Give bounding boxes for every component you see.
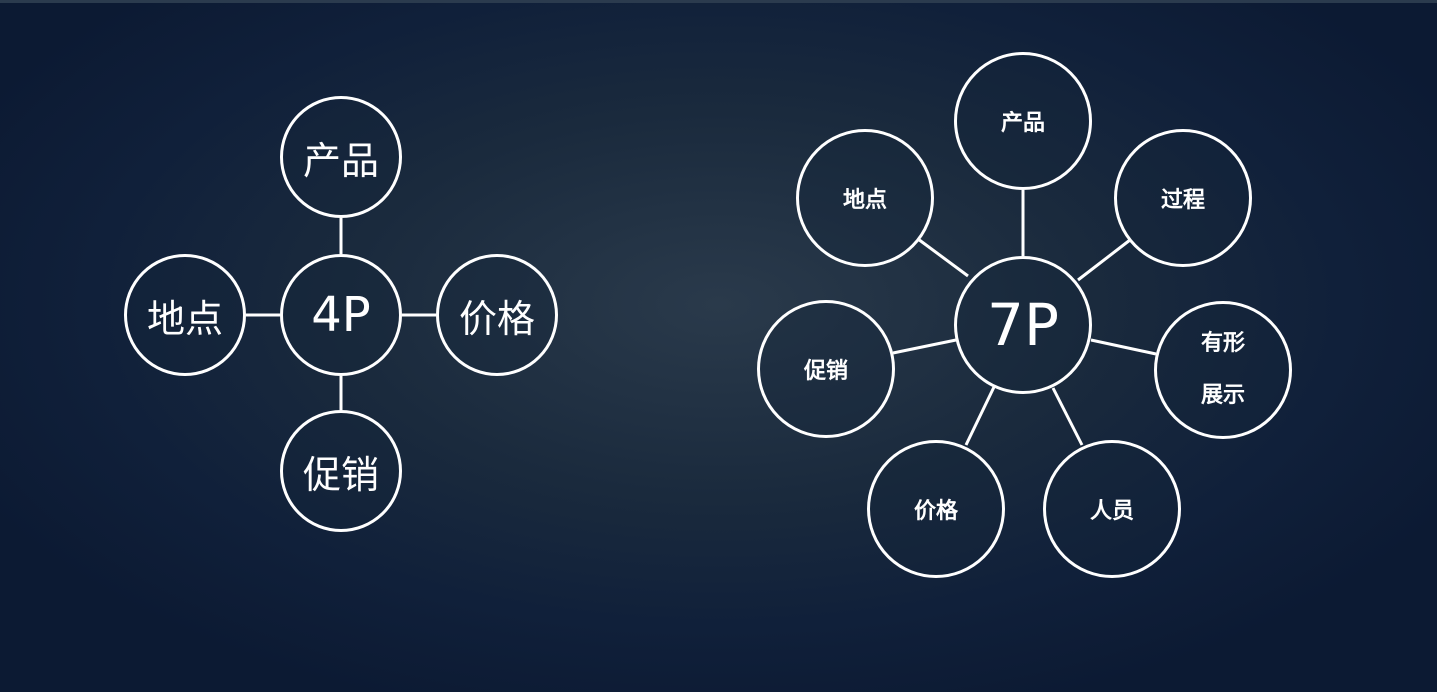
top-edge-bar [0, 0, 1437, 3]
connector-7p-place [917, 237, 969, 278]
node-7p-center-label: 7P [987, 291, 1059, 359]
node-7p-price-label: 价格 [913, 499, 958, 524]
node-7p-product-label: 产品 [1000, 111, 1045, 136]
connector-7p-price [964, 386, 996, 446]
node-4p-center-label: 4P [311, 287, 371, 343]
connector-7p-promotion [892, 338, 957, 355]
node-7p-physical-evidence-line1: 有形 [1200, 331, 1245, 356]
node-7p-process: 过程 [1114, 129, 1252, 267]
node-4p-product: 产品 [280, 96, 402, 218]
node-7p-people: 人员 [1043, 440, 1181, 578]
connector-7p-physical [1090, 338, 1157, 356]
node-7p-process-label: 过程 [1160, 188, 1205, 213]
node-7p-price: 价格 [867, 440, 1005, 578]
node-4p-place-label: 地点 [146, 296, 223, 341]
node-7p-promotion-label: 促销 [803, 359, 848, 384]
node-7p-physical-evidence: 有形 展示 [1154, 301, 1292, 439]
connector-7p-people [1051, 387, 1084, 446]
node-7p-center: 7P [954, 256, 1092, 394]
node-4p-promotion: 促销 [280, 410, 402, 532]
node-7p-promotion: 促销 [757, 300, 895, 438]
node-4p-promotion-label: 促销 [302, 452, 379, 497]
node-7p-product: 产品 [954, 52, 1092, 190]
node-7p-place: 地点 [796, 129, 934, 267]
node-7p-physical-evidence-line2: 展示 [1200, 383, 1245, 408]
node-7p-place-label: 地点 [842, 188, 887, 213]
node-4p-center: 4P [280, 254, 402, 376]
connector-7p-process [1077, 238, 1131, 282]
node-4p-product-label: 产品 [302, 138, 379, 183]
node-4p-place: 地点 [124, 254, 246, 376]
node-4p-price-label: 价格 [458, 296, 535, 341]
node-7p-people-label: 人员 [1089, 499, 1134, 524]
node-4p-price: 价格 [436, 254, 558, 376]
